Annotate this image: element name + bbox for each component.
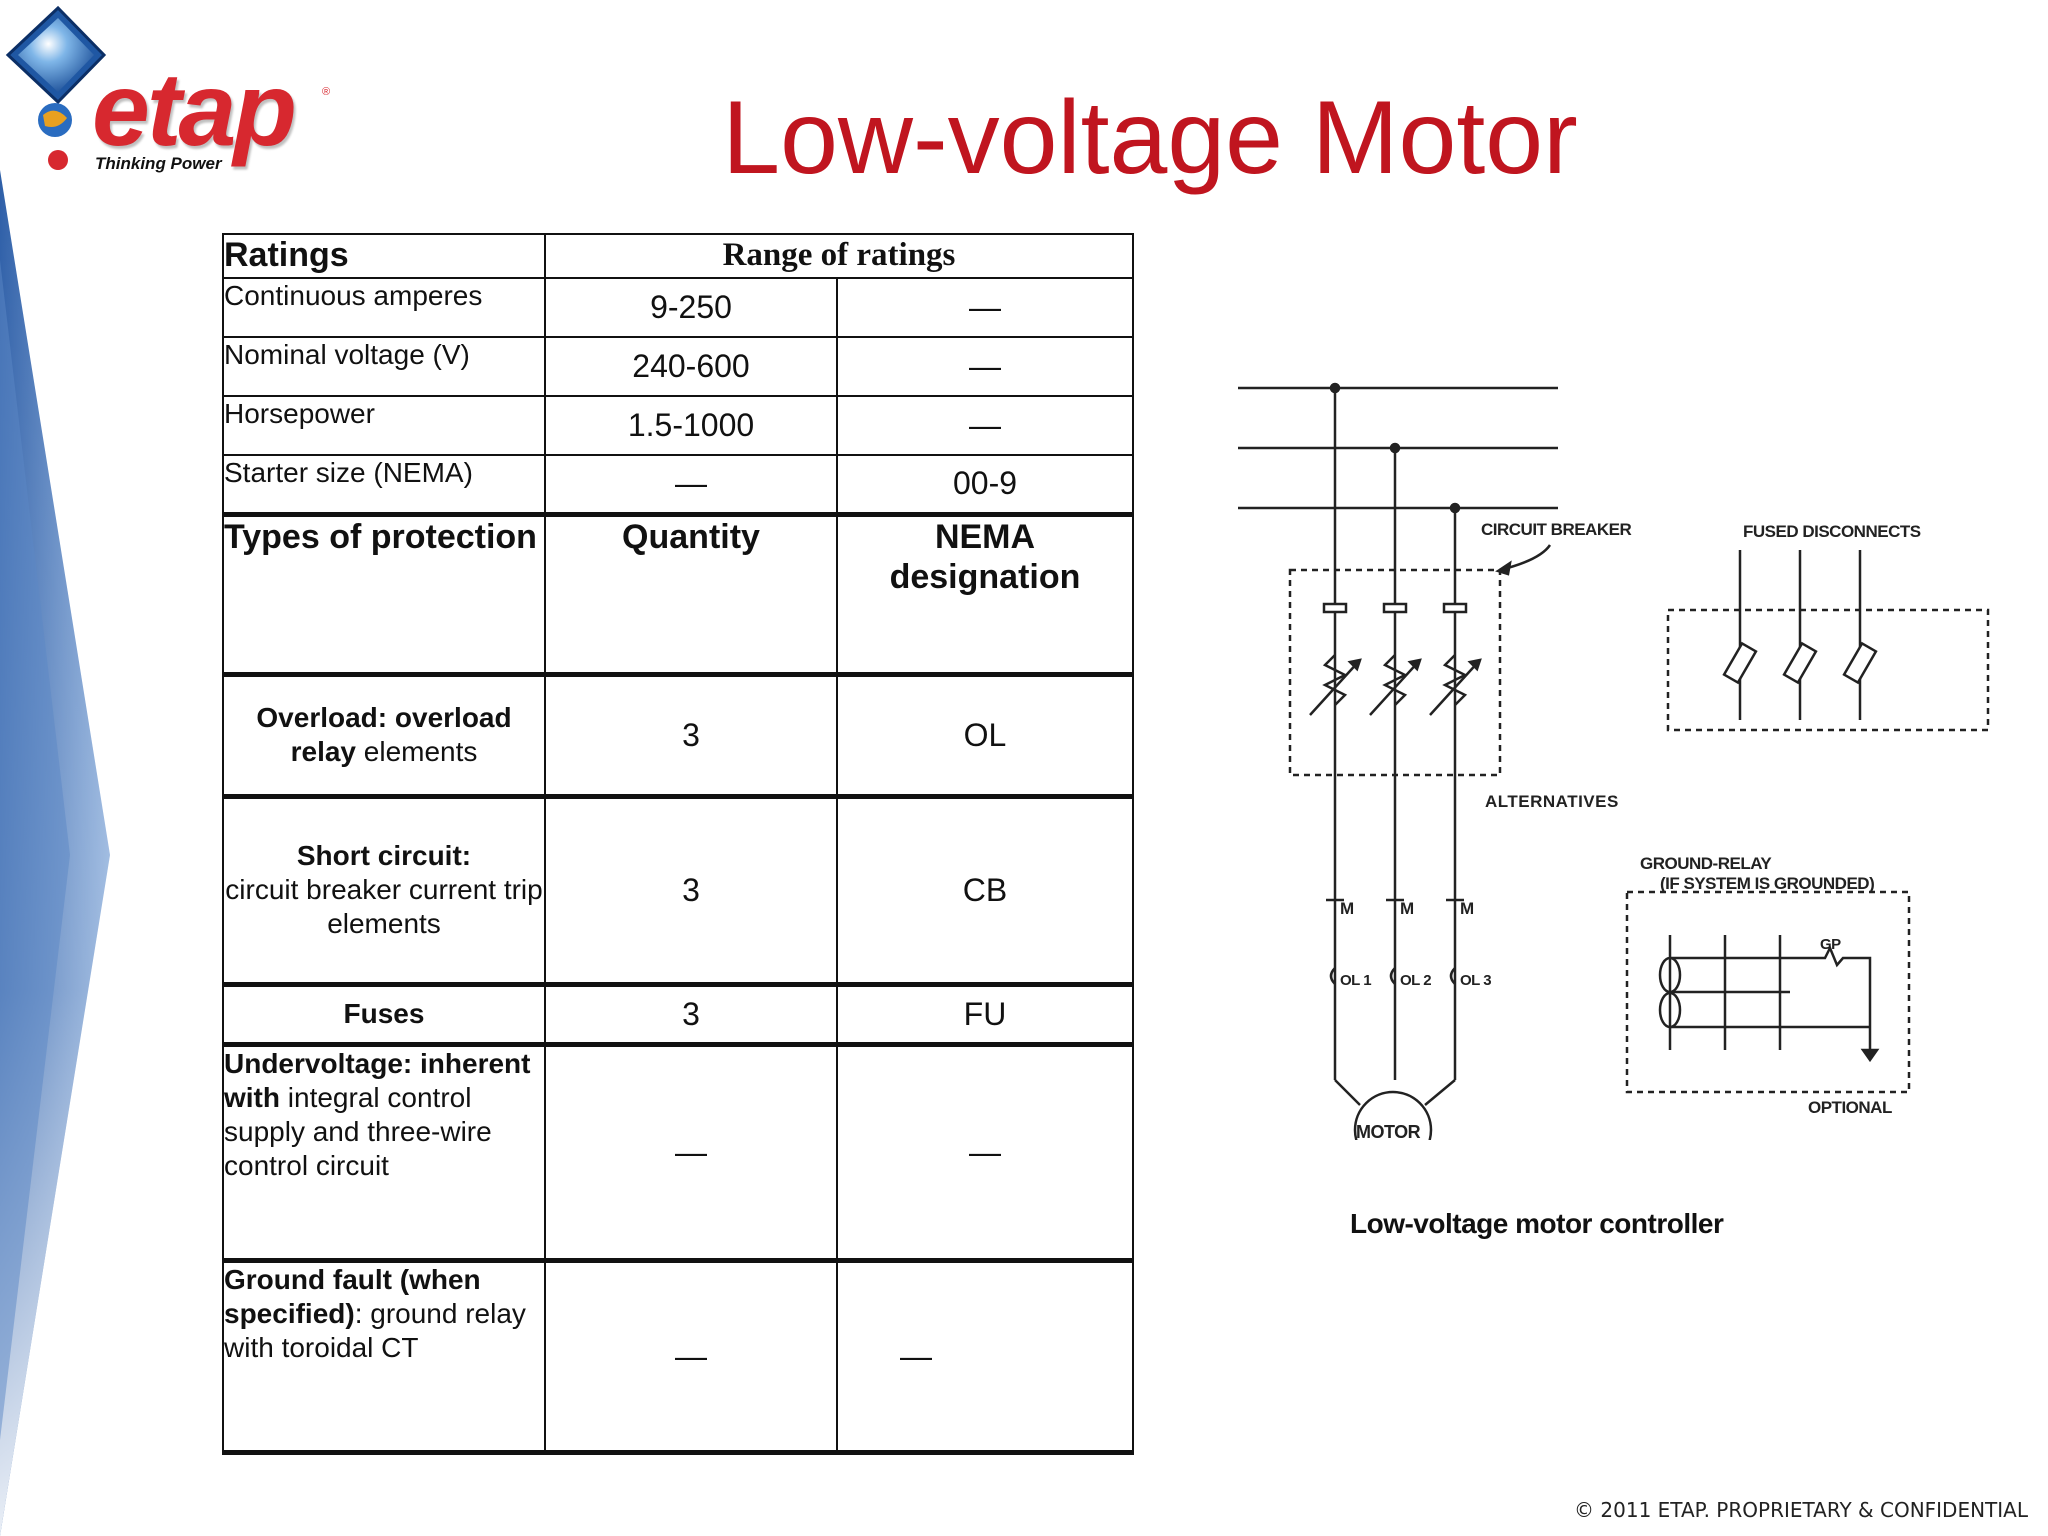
logo-wordmark: etap [92, 52, 297, 168]
rating-value: 1.5-1000 [544, 395, 838, 456]
rating-label: Nominal voltage (V) [222, 336, 546, 397]
protection-type: Undervoltage: inherent with integral con… [222, 1043, 546, 1263]
protection-nema: — [836, 1259, 1134, 1455]
protection-type: Short circuit:circuit breaker current tr… [222, 795, 546, 987]
toroidal-ct [1658, 935, 1880, 1063]
label-m3: M [1460, 899, 1474, 918]
protection-quantity: — [544, 1043, 838, 1263]
protection-type: Fuses [222, 983, 546, 1047]
label-ground-relay: GROUND-RELAY [1640, 854, 1772, 873]
rating-value: 240-600 [544, 336, 838, 397]
label-ol1: OL 1 [1340, 972, 1372, 989]
protection-nema: FU [836, 983, 1134, 1047]
label-optional: OPTIONAL [1808, 1098, 1892, 1117]
protection-type: Ground fault (when specified): ground re… [222, 1259, 546, 1455]
label-m1: M [1340, 899, 1354, 918]
protection-nema: OL [836, 673, 1134, 799]
rating-value: 9-250 [544, 277, 838, 338]
ratings-table: Ratings Range of ratings Continuous ampe… [222, 233, 1134, 1455]
rating-label: Continuous amperes [222, 277, 546, 338]
label-gp: GP [1820, 936, 1841, 953]
fuse-elements [1722, 641, 1878, 685]
rating-value: — [836, 336, 1134, 397]
table-row: Continuous amperes 9-250 — [222, 277, 1134, 338]
label-motor: MOTOR [1356, 1122, 1421, 1142]
rating-label: Horsepower [222, 395, 546, 456]
table-row: Horsepower 1.5-1000 — [222, 395, 1134, 456]
rating-value: — [544, 454, 838, 517]
logo-tagline: Thinking Power [95, 154, 222, 173]
label-fused-disconnects: FUSED DISCONNECTS [1743, 522, 1921, 541]
left-decorative-chevron [0, 170, 110, 1536]
motor-controller-schematic [1238, 382, 1990, 1140]
globe-icon [5, 5, 107, 170]
thermal-elements [1309, 654, 1482, 716]
protection-type: Overload: overload relay elements [222, 673, 546, 799]
motor-lead [1424, 1079, 1456, 1106]
header-ratings: Ratings [222, 233, 546, 279]
ground-relay-box [1625, 890, 1911, 1094]
table-row: Undervoltage: inherent with integral con… [222, 1043, 1134, 1263]
table-row: Starter size (NEMA) — 00-9 [222, 454, 1134, 517]
table-row: Nominal voltage (V) 240-600 — [222, 336, 1134, 397]
overload-contacts [1329, 967, 1456, 985]
header-nema-designation: NEMA designation [836, 513, 1134, 677]
table-row: Overload: overload relay elements 3 OL [222, 673, 1134, 799]
rating-value: 00-9 [836, 454, 1134, 517]
label-ground-relay-note: (IF SYSTEM IS GROUNDED) [1660, 874, 1875, 893]
fused-disconnect-box [1666, 608, 1990, 732]
header-quantity: Quantity [544, 513, 838, 677]
header-types-of-protection: Types of protection [222, 513, 546, 677]
table-row: Fuses 3 FU [222, 983, 1134, 1047]
etap-logo: etap ® Thinking Power [0, 0, 340, 185]
circuit-breaker-box [1288, 568, 1502, 777]
table-row: Ground fault (when specified): ground re… [222, 1259, 1134, 1455]
label-ol2: OL 2 [1400, 972, 1432, 989]
footer-copyright: © 2011 ETAP. PROPRIETARY & CONFIDENTIAL [1574, 1498, 2028, 1522]
rating-value: — [836, 277, 1134, 338]
slide-title: Low-voltage Motor [722, 80, 1578, 196]
label-ol3: OL 3 [1460, 972, 1492, 989]
table-row: Short circuit:circuit breaker current tr… [222, 795, 1134, 987]
protection-quantity: 3 [544, 673, 838, 799]
motor-lead [1334, 1079, 1361, 1106]
header-range-of-ratings: Range of ratings [544, 233, 1134, 279]
protection-quantity: — [544, 1259, 838, 1455]
label-circuit-breaker: CIRCUIT BREAKER [1481, 520, 1632, 539]
protection-quantity: 3 [544, 795, 838, 987]
rating-label: Starter size (NEMA) [222, 454, 546, 517]
label-m2: M [1400, 899, 1414, 918]
protection-nema: CB [836, 795, 1134, 987]
logo-registered-mark: ® [322, 86, 331, 98]
rating-value: — [836, 395, 1134, 456]
protection-quantity: 3 [544, 983, 838, 1047]
label-alternatives: ALTERNATIVES [1485, 792, 1619, 811]
breaker-contacts [1322, 602, 1468, 614]
motor-symbol [1353, 1090, 1433, 1140]
protection-nema: — [836, 1043, 1134, 1263]
diagram-caption: Low-voltage motor controller [1350, 1208, 1724, 1239]
